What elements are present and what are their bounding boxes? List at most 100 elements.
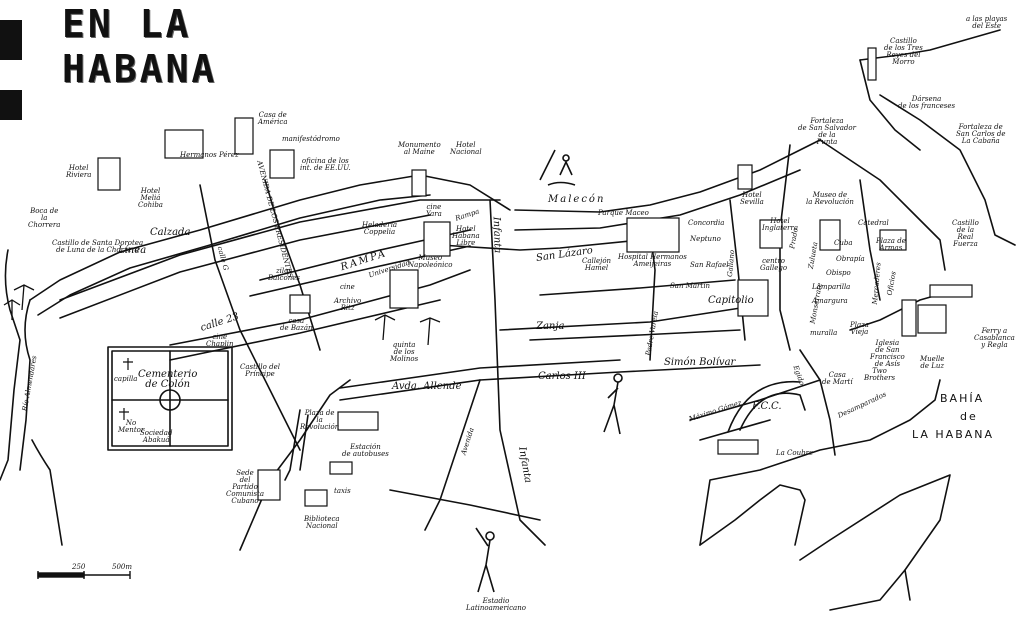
building-icon [737, 279, 769, 317]
palm-icon [13, 284, 35, 311]
label-fortaleza-punta: Fortaleza de San Salvador de la Punta [798, 117, 856, 146]
label-hotel-nacional: Hotel Nacional [450, 141, 482, 156]
label-malecon: Malecón [548, 194, 606, 205]
label-hotel-melia: Hotel Meliá Cohiba [138, 187, 163, 209]
building-icon [389, 269, 419, 309]
palm-icon [374, 314, 396, 341]
label-plaza-vieja: Plaza Vieja [850, 321, 869, 336]
label-hotel-riviera: Hotel Riviera [66, 164, 92, 179]
building-icon [917, 304, 947, 334]
label-museo-napoleonico: Museo Napoleónico [408, 254, 453, 269]
label-cementerio: Cementerio de Colón [138, 369, 198, 390]
cross-icon [119, 408, 129, 420]
label-cine: cine [340, 283, 355, 291]
label-san-rafael: San Rafael [690, 261, 729, 269]
building-icon [759, 219, 783, 249]
label-sede-partido: Sede del Partido Comunista Cubano [226, 469, 265, 505]
label-museo-revolucion: Museo de la Revolución [806, 191, 854, 206]
map-title-line1: EN LA [62, 2, 192, 46]
building-icon [289, 294, 311, 314]
label-casa-america: Casa de América [258, 111, 288, 126]
rio-almendares [0, 249, 21, 481]
label-estacion-autobuses: Estación de autobuses [342, 443, 389, 458]
lighthouse-icon [867, 47, 877, 81]
scale-mid: 250 [72, 563, 86, 571]
label-obrapia: Obrapía [836, 255, 865, 263]
building-icon [164, 129, 204, 159]
label-casa-marti: Casa de Martí [822, 371, 853, 386]
label-estadio: Estadio Latinoamericano [466, 597, 526, 612]
label-centro-gallego: centro Gallego [760, 257, 788, 272]
label-callejon-hamel: Callejón Hamel [582, 257, 612, 272]
label-manifestodromo: manifestódromo [282, 135, 340, 143]
label-muelle-luz: Muelle de Luz [920, 355, 945, 370]
building-icon [901, 299, 917, 337]
label-amargura: Amargura [812, 297, 848, 305]
label-capilla: capilla [114, 375, 138, 383]
label-hotel-sevilla: Hotel Sevilla [740, 191, 764, 206]
fisherman-icon [539, 149, 576, 186]
label-castillo-principe: Castillo del Príncipe [240, 363, 280, 378]
label-archivo-ritz: Archivo Ritz [334, 297, 362, 312]
label-ferry: Ferry a Casablanca y Regla [974, 327, 1015, 349]
cross-icon [123, 358, 133, 370]
walker-icon [603, 373, 623, 435]
building-icon [304, 489, 328, 507]
label-monumento-maine: Monumento al Maine [398, 141, 441, 156]
label-oficina-interes: oficina de los int. de EE.UU. [300, 157, 351, 172]
label-zilos-balcones: zilos Balcones [268, 267, 300, 282]
label-hotel-inglaterra: Hotel Inglaterra [762, 217, 798, 232]
bay-label-2: de [960, 410, 978, 423]
label-muralla: muralla [810, 329, 838, 337]
label-cine-chaplin: cine Chaplin [206, 333, 234, 348]
label-av-allende: Avda. Allende [392, 381, 462, 392]
label-fccc: F.C.C. [752, 401, 782, 412]
label-simon-bolivar: Simón Bolívar [664, 357, 736, 368]
bay-shore [699, 379, 941, 546]
baseball-player-icon [475, 527, 495, 593]
building-icon [269, 149, 295, 179]
label-castillo-real-fuerza: Castillo de la Real Fuerza [952, 219, 979, 248]
building-icon [626, 217, 680, 253]
label-biblioteca: Biblioteca Nacional [304, 515, 340, 530]
label-cine-yara: cine Yara [426, 203, 442, 218]
label-taxis: taxis [334, 487, 351, 495]
label-darsena: Dársena de los franceses [898, 95, 956, 110]
label-no-mentor: No Mentor [118, 419, 145, 434]
label-la-coubre: La Coubre [776, 449, 814, 457]
label-fortaleza-cabana: Fortaleza de San Carlos de La Cabaña [956, 123, 1006, 145]
label-quinta-molinos: quinta de los Molinos [390, 341, 419, 363]
label-lamparilla: Lamparilla [812, 283, 851, 291]
map-title-line2: HABANA [62, 47, 218, 91]
label-hospital: Hospital Hermanos Ameijeiras [618, 253, 687, 268]
label-cuba: Cuba [834, 239, 853, 247]
label-infanta: Infanta [490, 216, 503, 254]
label-playas-este: a las playas del Este [966, 15, 1008, 30]
label-boca-chorrera: Boca de la Chorrera [28, 207, 61, 229]
label-zanja: Zanja [536, 321, 565, 332]
label-capitolio: Capitolio [708, 295, 754, 306]
bus-icon [337, 411, 379, 431]
palm-icon [3, 299, 21, 320]
label-two-brothers: Two Brothers [864, 367, 896, 382]
car-icon [329, 461, 353, 475]
building-icon [257, 469, 281, 501]
train-icon [717, 439, 759, 455]
label-hermanos-perez: Hermanos Pérez [180, 151, 239, 159]
label-calzada: Calzada [150, 227, 191, 238]
palm-icon [419, 317, 441, 346]
label-concordia: Concordia [688, 219, 725, 227]
building-icon [411, 169, 427, 197]
bay-label-3: LA HABANA [912, 428, 995, 441]
label-plaza-armas: Plaza de Armas [876, 237, 906, 252]
label-san-martin: San Martín [670, 282, 710, 290]
label-sociedad: Sociedad Abakuá [140, 429, 173, 444]
label-catedral: Catedral [858, 219, 889, 227]
label-plaza-revolucion: Plaza de la Revolución [300, 409, 340, 431]
label-linea: Línea [118, 245, 147, 256]
ship-icon [929, 284, 973, 298]
label-obispo: Obispo [826, 269, 851, 277]
building-icon [737, 164, 753, 190]
bay-label-1: BAHÍA [940, 392, 985, 405]
malecon-coast [29, 174, 511, 301]
